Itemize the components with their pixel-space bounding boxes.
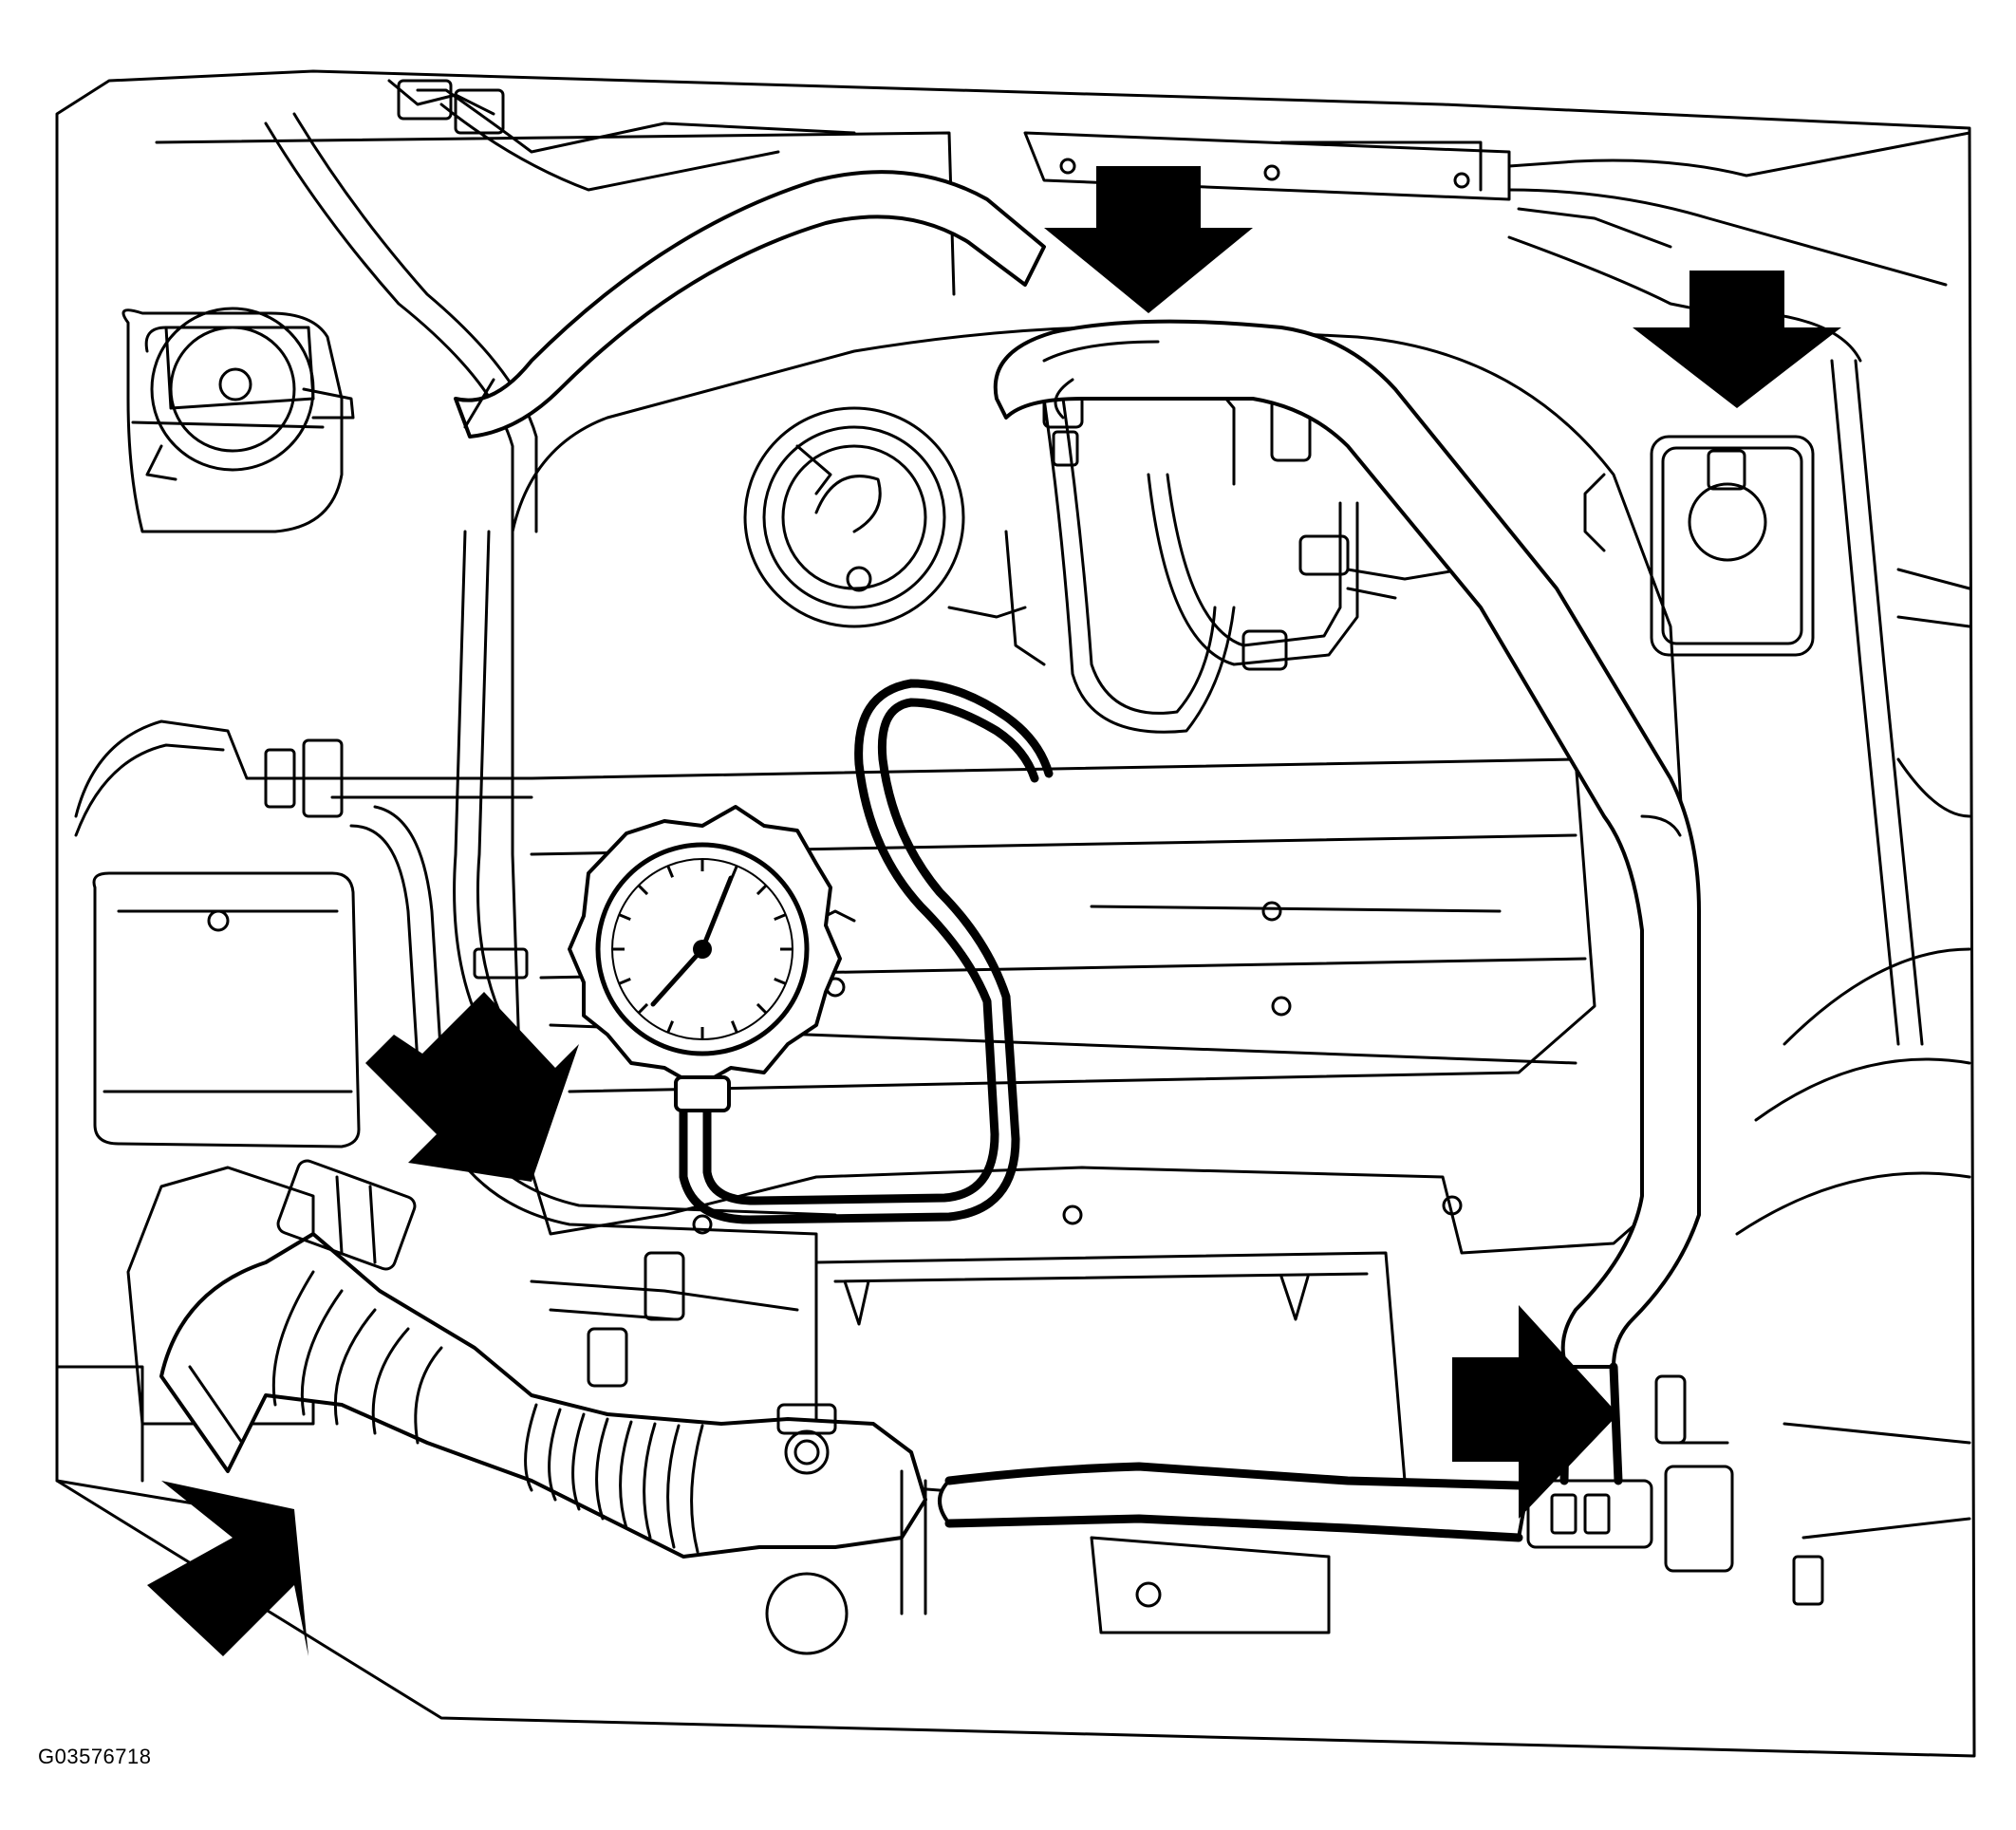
- reservoir-cap: [145, 307, 355, 481]
- callout-arrows: [147, 166, 1841, 1656]
- top-harness: [264, 79, 856, 533]
- gauge-hose: [679, 679, 1054, 1224]
- gauge-tick: [756, 1002, 768, 1015]
- gauge-needle-tail: [700, 875, 734, 952]
- throttle-component: [743, 406, 965, 628]
- gauge-tick: [730, 1020, 738, 1034]
- arrow-bottom-left: [147, 1481, 308, 1656]
- upper-cross-bar: [1023, 131, 1971, 287]
- fuel-line-cluster: [947, 349, 1464, 734]
- relay-box: [1583, 435, 1815, 657]
- gauge-tick: [637, 884, 649, 896]
- arrow-top-right: [1633, 271, 1841, 408]
- intake-hose-right: [993, 319, 1701, 1369]
- arrow-top-center: [1044, 166, 1253, 313]
- gauge-tick: [666, 865, 675, 878]
- coolant-reservoir: [121, 308, 344, 533]
- gauge-tick: [637, 1002, 649, 1015]
- upper-radiator-hose: [454, 170, 1046, 439]
- left-harness: [74, 530, 533, 1065]
- gauge-ticks: [612, 859, 793, 1039]
- lower-timing-cover: [814, 1251, 1407, 1634]
- gauge-tick: [774, 977, 787, 985]
- gauge-tick: [756, 884, 768, 896]
- gauge-tick: [774, 913, 787, 922]
- gauge-tick: [618, 913, 631, 922]
- lower-coolant-hose: [938, 1462, 1530, 1542]
- gauge-needle: [650, 946, 705, 1007]
- engine-cylinder-head: [511, 325, 1691, 1255]
- figure-id-code: G03576718: [38, 1745, 152, 1768]
- gauge-tick: [618, 977, 631, 985]
- arrow-bottom-right: [1452, 1305, 1618, 1519]
- arrow-left-middle: [365, 992, 579, 1182]
- gauge-tick: [666, 1020, 675, 1034]
- gauge-tick: [730, 865, 738, 878]
- air-intake-duct: [159, 1159, 927, 1655]
- lower-left-housing: [55, 1166, 315, 1483]
- battery-box: [92, 871, 361, 1148]
- gauge-fitting: [674, 1075, 731, 1112]
- pressure-gauge: [568, 805, 842, 1112]
- gauge-hub: [693, 940, 712, 959]
